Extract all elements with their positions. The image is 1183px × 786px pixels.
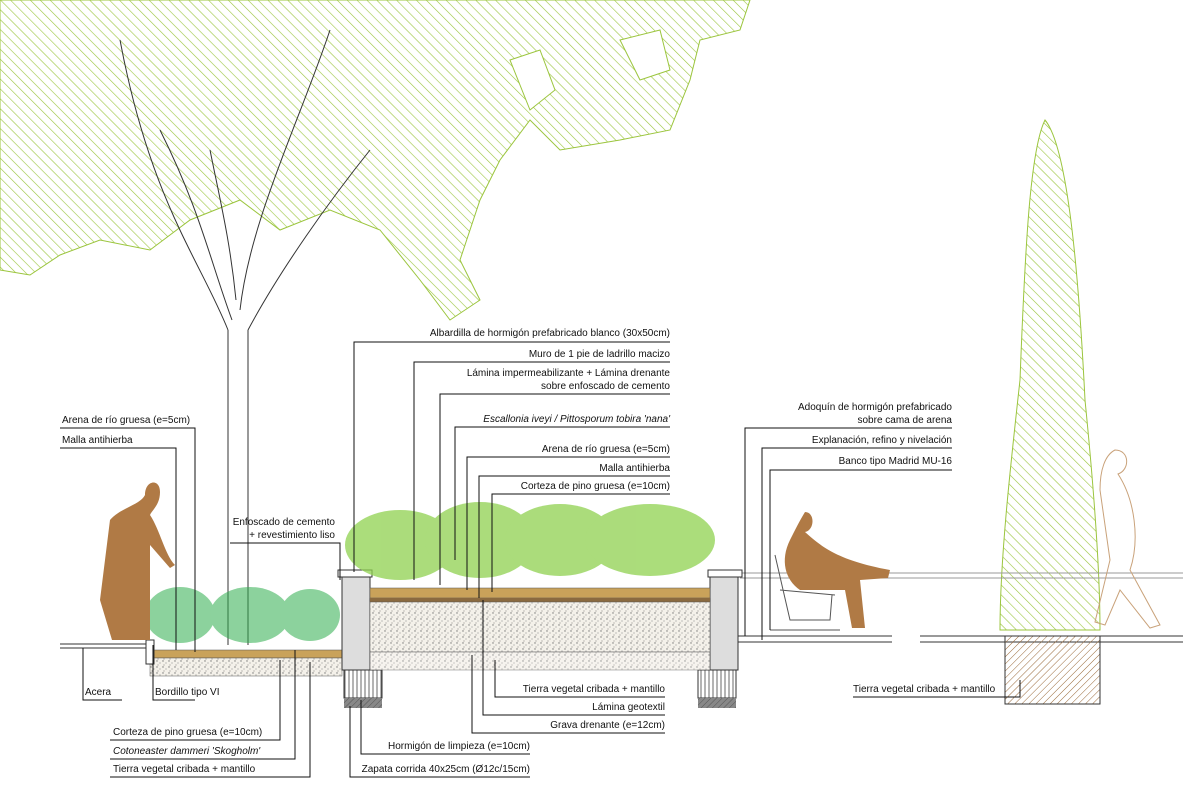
label-lamina-2: sobre enfoscado de cemento: [541, 381, 670, 392]
label-malla-left: Malla antihierba: [62, 435, 133, 446]
label-grava: Grava drenante (e=12cm): [550, 720, 665, 731]
label-malla-right: Malla antihierba: [599, 463, 670, 474]
label-arena-right: Arena de río gruesa (e=5cm): [541, 444, 670, 455]
label-tierra-left: Tierra vegetal cribada + mantillo: [113, 764, 256, 775]
label-enfoscado-1: Enfoscado de cemento: [232, 517, 335, 528]
label-tierra-right: Tierra vegetal cribada + mantillo: [853, 684, 996, 695]
label-banco: Banco tipo Madrid MU-16: [838, 456, 952, 467]
label-hormigon: Hormigón de limpieza (e=10cm): [387, 741, 530, 752]
label-enfoscado-2: + revestimiento liso: [249, 530, 335, 541]
footing-left: [343, 669, 383, 699]
label-corteza-left: Corteza de pino gruesa (e=10cm): [113, 727, 263, 738]
footing-right: [697, 669, 737, 699]
label-escallonia: Escallonia iveyi / Pittosporum tobira 'n…: [483, 414, 670, 425]
label-adoquin-1: Adoquín de hormigón prefabricado: [798, 402, 952, 413]
label-zapata: Zapata corrida 40x25cm (Ø12c/15cm): [361, 764, 530, 775]
label-corteza-right: Corteza de pino gruesa (e=10cm): [520, 481, 670, 492]
label-lamina-1: Lámina impermeabilizante + Lámina drenan…: [466, 368, 670, 379]
left-bed-gravel: [149, 657, 343, 677]
person-standing: [100, 482, 175, 640]
wall-left: [341, 574, 371, 671]
person-walking: [1094, 449, 1161, 629]
label-explanacion: Explanación, refino y nivelación: [811, 435, 952, 446]
tree-canopy: [0, 0, 751, 321]
shrubs: [345, 502, 715, 580]
label-adoquin-2: sobre cama de arena: [857, 415, 952, 426]
label-cotoneaster: Cotoneaster dammeri 'Skogholm': [113, 746, 261, 757]
label-albardilla: Albardilla de hormigón prefabricado blan…: [429, 328, 670, 339]
label-tierra-center: Tierra vegetal cribada + mantillo: [522, 684, 665, 695]
label-muro: Muro de 1 pie de ladrillo macizo: [528, 349, 670, 360]
label-arena-left: Arena de río gruesa (e=5cm): [62, 415, 191, 426]
person-sitting: [784, 512, 890, 628]
coping-right: [707, 569, 743, 578]
tree-pit: [1004, 635, 1101, 705]
leader-lines: [60, 341, 1021, 778]
wall-right: [709, 574, 739, 671]
left-bed-soil: [149, 649, 343, 659]
cypress-tree: [999, 119, 1101, 631]
label-bordillo: Bordillo tipo VI: [155, 687, 220, 698]
label-geotextil: Lámina geotextil: [592, 702, 665, 713]
bench: [770, 554, 840, 631]
tree-trunk: [119, 29, 371, 645]
groundcover: [145, 587, 340, 643]
label-acera: Acera: [85, 687, 112, 698]
